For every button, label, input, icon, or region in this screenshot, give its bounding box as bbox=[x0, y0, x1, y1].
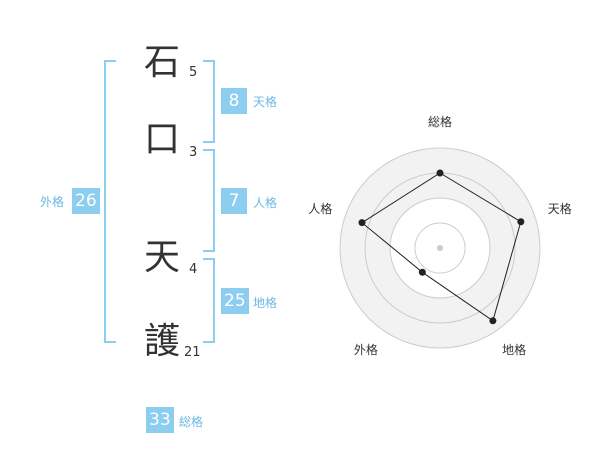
soukaku-value-badge: 33 bbox=[146, 407, 174, 433]
stroke-count-2: 3 bbox=[189, 145, 198, 160]
tenkaku-label: 天格 bbox=[253, 95, 278, 109]
chikaku-value-badge: 25 bbox=[221, 288, 249, 314]
radar-point-0 bbox=[436, 169, 444, 177]
jinkaku-label: 人格 bbox=[253, 196, 278, 210]
chikaku-label: 地格 bbox=[253, 296, 278, 310]
gaikaku-label: 外格 bbox=[40, 195, 65, 209]
gaikaku-value-badge: 26 bbox=[72, 188, 100, 214]
radar-point-4 bbox=[358, 219, 366, 227]
jinkaku-value-badge: 7 bbox=[221, 188, 247, 214]
soukaku-label: 総格 bbox=[179, 415, 204, 429]
chikaku-bracket bbox=[203, 258, 215, 343]
stroke-count-4: 21 bbox=[184, 345, 201, 360]
gaikaku-bracket bbox=[104, 60, 116, 343]
radar-center-dot bbox=[437, 245, 443, 251]
stroke-count-3: 4 bbox=[189, 262, 198, 277]
radar-axis-label-1: 天格 bbox=[548, 201, 572, 216]
radar-axis-label-2: 地格 bbox=[502, 342, 526, 357]
name-char-3: 天 bbox=[143, 237, 180, 278]
tenkaku-bracket bbox=[203, 60, 215, 143]
radar-point-1 bbox=[517, 218, 525, 226]
name-char-4: 護 bbox=[143, 321, 180, 362]
name-char-1: 石 bbox=[143, 42, 180, 83]
radar-polygon bbox=[361, 172, 522, 322]
tenkaku-value-badge: 8 bbox=[221, 88, 247, 114]
radar-axis-label-0: 総格 bbox=[428, 114, 452, 129]
radar-point-2 bbox=[489, 317, 497, 325]
radar-axis-label-4: 人格 bbox=[308, 201, 332, 216]
stroke-count-1: 5 bbox=[189, 65, 198, 80]
radar-point-3 bbox=[418, 268, 426, 276]
radar-axis-label-3: 外格 bbox=[354, 342, 378, 357]
name-char-2: 口 bbox=[143, 119, 180, 160]
jinkaku-bracket bbox=[203, 149, 215, 252]
